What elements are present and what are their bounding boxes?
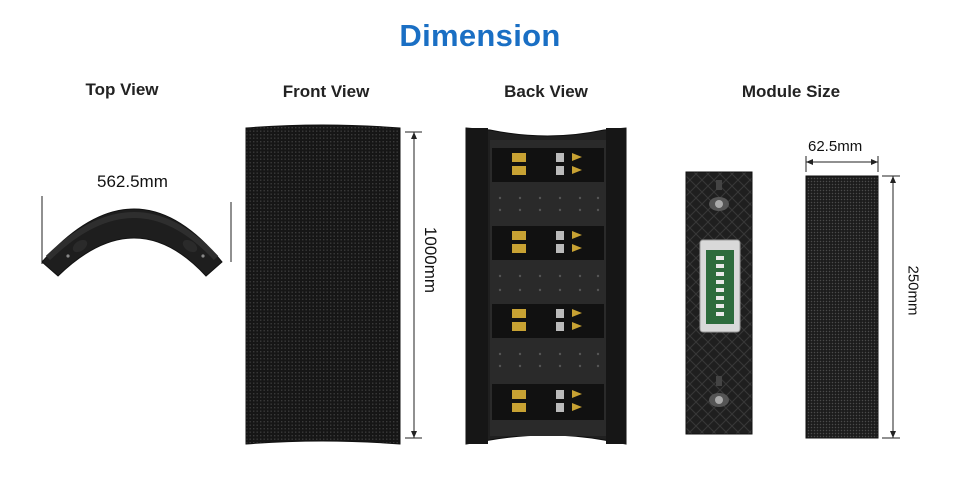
module-receiver-board [699, 239, 741, 333]
module-width-label: 62.5mm [808, 138, 863, 155]
top-view-curved-panel [41, 208, 223, 277]
top-view-label: Top View [85, 80, 159, 99]
front-view-label: Front View [282, 82, 370, 101]
top-view-width-label: 562.5mm [97, 172, 168, 191]
back-view-power-box [492, 148, 604, 182]
back-view-label: Back View [504, 82, 588, 101]
module-back-plate [685, 171, 753, 435]
module-led-face [805, 175, 879, 439]
module-size-label: Module Size [741, 82, 841, 101]
front-view-led-panel [245, 124, 401, 445]
back-view-frame [465, 127, 627, 445]
back-view-power-box [492, 226, 604, 260]
module-magnet-top [709, 180, 729, 211]
back-view-power-box [492, 384, 604, 420]
front-view-height-label: 1000mm [421, 226, 440, 294]
module-height-label: 250mm [904, 265, 922, 316]
module-magnet-bottom [709, 376, 729, 407]
page-title: Dimension [399, 18, 561, 53]
back-view-power-box [492, 304, 604, 338]
top-view-mount-hole [72, 239, 88, 253]
top-view-mount-hole [182, 239, 198, 253]
